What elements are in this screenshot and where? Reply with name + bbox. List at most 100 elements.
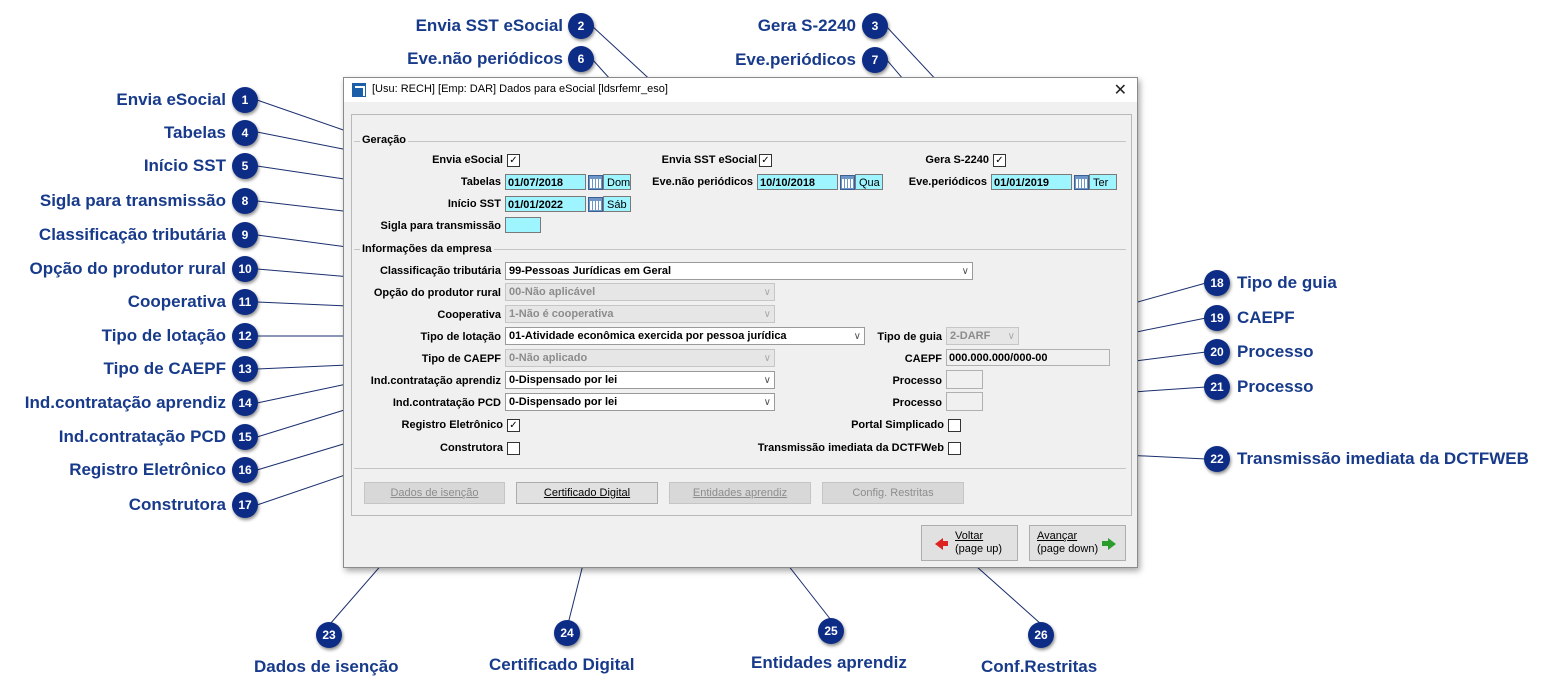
processo2-label: Processo — [892, 397, 942, 409]
aprendiz-select[interactable]: 0-Dispensado por lei∨ — [505, 371, 775, 389]
callout-badge-21: 21 — [1204, 374, 1230, 400]
entidades-aprendiz-button[interactable]: Entidades aprendiz — [669, 482, 811, 504]
callout-badge-20: 20 — [1204, 339, 1230, 365]
title-bar: [Usu: RECH] [Emp: DAR] Dados para eSocia… — [344, 78, 1137, 102]
window-title: [Usu: RECH] [Emp: DAR] Dados para eSocia… — [372, 83, 668, 95]
callout-label-22: Transmissão imediata da DCTFWEB — [1237, 449, 1529, 468]
callout-badge-2: 2 — [568, 13, 594, 39]
construtora-checkbox[interactable] — [507, 442, 520, 455]
opcao-produtor-label: Opção do produtor rural — [373, 287, 501, 299]
registro-eletronico-checkbox[interactable]: ✓ — [507, 419, 520, 432]
opcao-produtor-select[interactable]: 00-Não aplicável∨ — [505, 283, 775, 301]
tipo-lotacao-value: 01-Atividade econômica exercida por pess… — [509, 330, 787, 342]
cooperativa-label: Cooperativa — [437, 309, 501, 321]
callout-badge-5: 5 — [232, 153, 258, 179]
callout-badge-14: 14 — [232, 390, 258, 416]
tabelas-date-input[interactable]: 01/07/2018 — [505, 174, 586, 190]
callout-label-21: Processo — [1237, 377, 1314, 396]
envia-sst-checkbox[interactable]: ✓ — [759, 154, 772, 167]
chevron-down-icon: ∨ — [763, 309, 771, 320]
eve-nao-periodicos-weekday: Qua — [855, 174, 883, 190]
callout-label-25: Entidades aprendiz — [751, 653, 907, 672]
eve-nao-periodicos-label: Eve.não periódicos — [652, 176, 753, 188]
callout-label-20: Processo — [1237, 342, 1314, 361]
cooperativa-select[interactable]: 1-Não é cooperativa ∨ — [505, 305, 775, 323]
eve-periodicos-date-input[interactable]: 01/01/2019 — [991, 174, 1072, 190]
tipo-lotacao-select[interactable]: 01-Atividade econômica exercida por pess… — [505, 327, 865, 345]
callout-badge-4: 4 — [232, 120, 258, 146]
avancar-label: Avançar(page down) — [1037, 530, 1099, 555]
voltar-button[interactable]: Voltar(page up) — [921, 525, 1018, 561]
callout-badge-10: 10 — [232, 256, 258, 282]
section-empresa-title: Informações da empresa — [360, 243, 494, 255]
calendar-icon[interactable] — [840, 175, 855, 190]
callout-label-26: Conf.Restritas — [981, 657, 1098, 676]
callout-label-24: Certificado Digital — [489, 655, 635, 674]
caepf-input[interactable]: 000.000.000/000-00 — [946, 349, 1110, 366]
processo1-input[interactable] — [946, 370, 983, 389]
inicio-sst-date-input[interactable]: 01/01/2022 — [505, 196, 586, 212]
calendar-icon[interactable] — [588, 197, 603, 212]
aprendiz-label: Ind.contratação aprendiz — [370, 375, 501, 387]
section-divider — [354, 468, 1126, 469]
forward-arrow-head — [1108, 538, 1116, 550]
tabelas-label: Tabelas — [460, 176, 501, 188]
processo1-label: Processo — [892, 375, 942, 387]
tipo-caepf-label: Tipo de CAEPF — [421, 353, 501, 365]
calendar-icon[interactable] — [588, 175, 603, 190]
eve-nao-periodicos-date-input[interactable]: 10/10/2018 — [757, 174, 838, 190]
callout-badge-19: 19 — [1204, 305, 1230, 331]
callout-badge-9: 9 — [232, 222, 258, 248]
certificado-digital-button[interactable]: Certificado Digital — [516, 482, 658, 504]
esocial-dialog: [Usu: RECH] [Emp: DAR] Dados para eSocia… — [343, 77, 1138, 568]
classificacao-select[interactable]: 99-Pessoas Jurídicas em Geral∨ — [505, 262, 973, 280]
pcd-select[interactable]: 0-Dispensado por lei∨ — [505, 393, 775, 411]
chevron-down-icon: ∨ — [763, 397, 771, 408]
callout-badge-11: 11 — [232, 289, 258, 315]
section-geracao-title: Geração — [360, 134, 409, 146]
callout-label-18: Tipo de guia — [1237, 273, 1337, 292]
callout-badge-6: 6 — [568, 46, 594, 72]
callout-label-12: Tipo de lotação — [101, 326, 226, 345]
callout-label-14: Ind.contratação aprendiz — [24, 393, 226, 412]
portal-simplicado-label: Portal Simplicado — [851, 419, 944, 431]
back-arrow-head — [935, 538, 943, 550]
app-icon — [352, 83, 366, 97]
callout-label-19: CAEPF — [1237, 308, 1295, 327]
chevron-down-icon: ∨ — [853, 331, 861, 342]
dados-isencao-button[interactable]: Dados de isenção — [364, 482, 505, 504]
portal-simplicado-checkbox[interactable] — [948, 419, 961, 432]
envia-esocial-checkbox[interactable]: ✓ — [507, 154, 520, 167]
callout-badge-25: 25 — [818, 618, 844, 644]
gera-s2240-label: Gera S-2240 — [925, 154, 989, 166]
config-restritas-button[interactable]: Config. Restritas — [822, 482, 964, 504]
registro-eletronico-label: Registro Eletrônico — [401, 419, 503, 431]
cooperativa-value: 1-Não é cooperativa — [509, 308, 614, 320]
callout-label-11: Cooperativa — [127, 292, 226, 311]
callout-label-2: Envia SST eSocial — [415, 16, 563, 35]
close-icon[interactable]: ✕ — [1113, 82, 1127, 99]
avancar-button[interactable]: Avançar(page down) — [1029, 525, 1126, 561]
calendar-icon[interactable] — [1074, 175, 1089, 190]
callout-label-9: Classificação tributária — [38, 225, 226, 244]
voltar-label: Voltar(page up) — [955, 530, 1003, 555]
config-label: Config. Restritas — [852, 487, 934, 499]
tipo-guia-select[interactable]: 2-DARF∨ — [946, 327, 1019, 345]
tipo-caepf-select[interactable]: 0-Não aplicado∨ — [505, 349, 775, 367]
callout-badge-8: 8 — [232, 188, 258, 214]
callout-badge-26: 26 — [1028, 622, 1054, 648]
main-panel — [351, 114, 1132, 516]
tipo-lotacao-label: Tipo de lotação — [420, 331, 501, 343]
processo2-input[interactable] — [946, 392, 983, 411]
callout-label-7: Eve.periódicos — [735, 50, 856, 69]
gera-s2240-checkbox[interactable]: ✓ — [993, 154, 1006, 167]
callout-badge-17: 17 — [232, 492, 258, 518]
transmissao-dctfweb-checkbox[interactable] — [948, 442, 961, 455]
caepf-label: CAEPF — [904, 353, 942, 365]
callout-label-8: Sigla para transmissão — [39, 191, 226, 210]
tabelas-weekday: Dom — [603, 174, 631, 190]
chevron-down-icon: ∨ — [961, 266, 969, 277]
sigla-input[interactable] — [505, 217, 541, 233]
chevron-down-icon: ∨ — [763, 375, 771, 386]
callout-badge-15: 15 — [232, 424, 258, 450]
